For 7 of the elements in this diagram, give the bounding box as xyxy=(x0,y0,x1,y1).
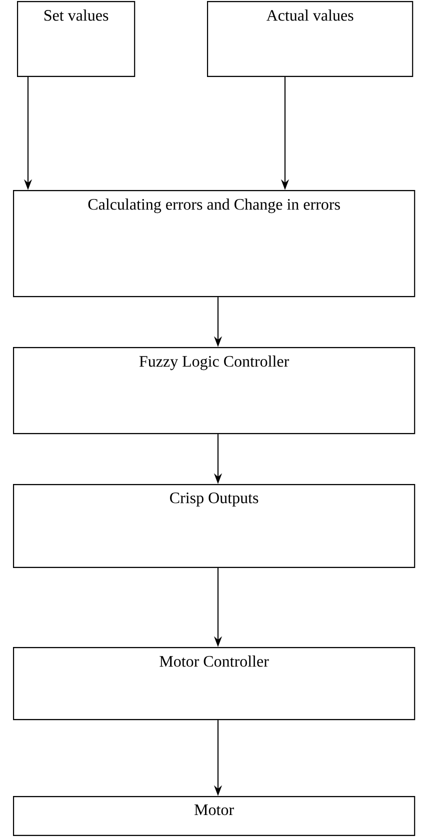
process-box: Set values xyxy=(17,1,136,77)
process-box: Actual values xyxy=(207,1,414,77)
process-box: Motor Controller xyxy=(13,647,416,720)
process-box: Motor xyxy=(13,796,416,836)
process-box: Calculating errors and Change in errors xyxy=(13,190,416,298)
process-box: Crisp Outputs xyxy=(13,484,416,568)
process-box: Fuzzy Logic Controller xyxy=(13,347,416,434)
